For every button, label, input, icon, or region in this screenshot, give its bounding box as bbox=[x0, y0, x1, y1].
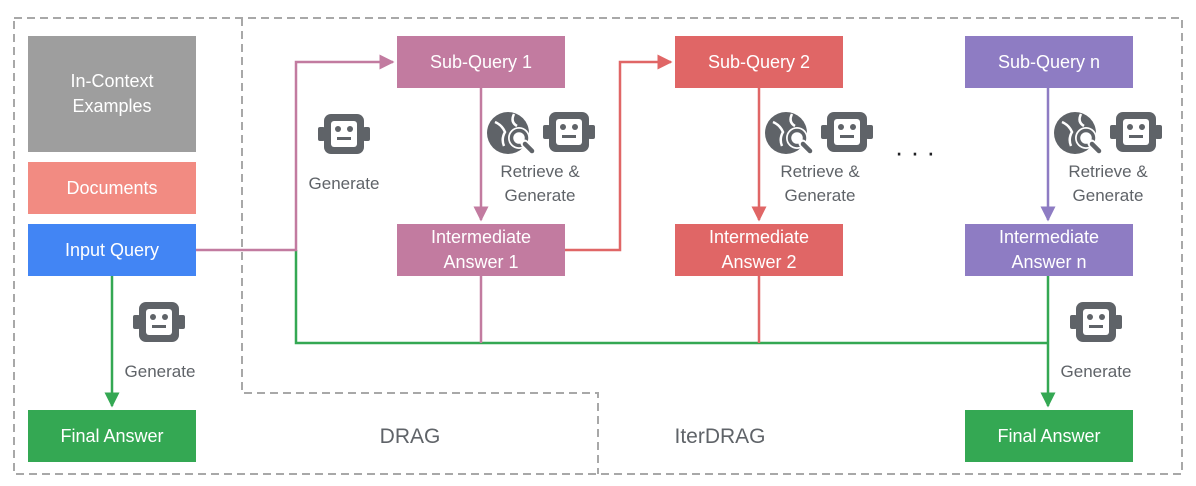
intermediate-answer-1-box: Intermediate Answer 1 bbox=[397, 224, 565, 276]
in-context-examples-label: In-Context Examples bbox=[70, 71, 154, 116]
final-answer-label-right: Final Answer bbox=[997, 425, 1101, 446]
generate-label-left: Generate bbox=[124, 362, 196, 381]
sub-query-n-box: Sub-Query n bbox=[965, 36, 1133, 88]
drag-region-label: DRAG bbox=[379, 425, 441, 448]
robot-icon bbox=[821, 112, 873, 152]
sub-query-2-label: Sub-Query 2 bbox=[707, 51, 811, 72]
robot-icon bbox=[318, 114, 370, 154]
sub-query-1-label: Sub-Query 1 bbox=[429, 51, 533, 72]
web-search-icon bbox=[487, 112, 537, 156]
robot-icon bbox=[1070, 302, 1122, 342]
intermediate-answer-n-label: Intermediate Answer n bbox=[998, 227, 1100, 272]
intermediate-answer-2-box: Intermediate Answer 2 bbox=[675, 224, 843, 276]
intermediate-answer-2-label: Intermediate Answer 2 bbox=[708, 227, 810, 272]
sub-query-1-box: Sub-Query 1 bbox=[397, 36, 565, 88]
final-answer-label-left: Final Answer bbox=[60, 425, 164, 446]
generate-label-right: Generate bbox=[1060, 362, 1132, 381]
arrow-input-to-subquery1 bbox=[196, 54, 395, 252]
iterdrag-region-label: IterDRAG bbox=[674, 425, 766, 448]
retrieve-generate-label-n: Retrieve & Generate bbox=[1068, 162, 1148, 205]
robot-icon bbox=[133, 302, 185, 342]
arrow-answer1-to-subquery2 bbox=[565, 54, 673, 252]
web-search-icon bbox=[765, 112, 815, 156]
final-answer-box-right: Final Answer bbox=[965, 410, 1133, 462]
web-search-icon bbox=[1054, 112, 1104, 156]
retrieve-generate-label-2: Retrieve & Generate bbox=[780, 162, 860, 205]
green-connector-line bbox=[294, 250, 1048, 345]
documents-box: Documents bbox=[28, 162, 196, 214]
intermediate-answer-1-label: Intermediate Answer 1 bbox=[430, 227, 532, 272]
robot-icon bbox=[543, 112, 595, 152]
in-context-examples-box: In-Context Examples bbox=[28, 36, 196, 152]
intermediate-answer-n-box: Intermediate Answer n bbox=[965, 224, 1133, 276]
drag-region-border bbox=[241, 18, 599, 474]
iterdrag-region-border bbox=[13, 17, 1183, 475]
input-query-box: Input Query bbox=[28, 224, 196, 276]
final-answer-box-left: Final Answer bbox=[28, 410, 196, 462]
retrieve-generate-label-1: Retrieve & Generate bbox=[500, 162, 580, 205]
ellipsis: · · · bbox=[894, 137, 936, 167]
sub-query-2-box: Sub-Query 2 bbox=[675, 36, 843, 88]
input-query-label: Input Query bbox=[64, 239, 160, 260]
robot-icon bbox=[1110, 112, 1162, 152]
sub-query-n-label: Sub-Query n bbox=[997, 51, 1101, 72]
generate-label-drag: Generate bbox=[308, 174, 380, 193]
documents-label: Documents bbox=[66, 177, 158, 198]
